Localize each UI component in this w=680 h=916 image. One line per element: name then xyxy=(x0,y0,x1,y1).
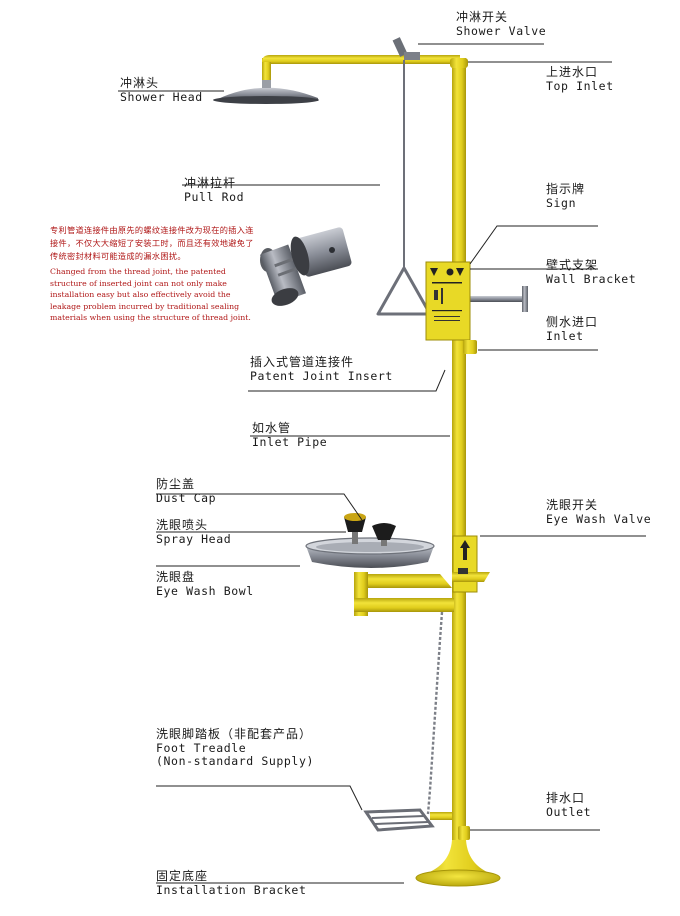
pull-rod-icon xyxy=(376,60,432,316)
outlet-icon xyxy=(458,826,470,840)
label-inlet: 侧水进口 Inlet xyxy=(546,315,599,343)
label-en: Spray Head xyxy=(156,531,232,546)
label-top-inlet: 上进水口 Top Inlet xyxy=(546,65,614,93)
label-zh: 防尘盖 xyxy=(156,477,196,491)
patent-joint-note: 专利管道连接件由原先的螺纹连接件改为现在的插入连接件，不仅大大缩短了安装工时，而… xyxy=(50,224,262,324)
label-en: Wall Bracket xyxy=(546,271,637,286)
label-en: Outlet xyxy=(546,804,592,819)
eye-wash-valve-icon xyxy=(452,535,490,593)
label-en: Installation Bracket xyxy=(156,882,307,897)
eye-wash-bowl-icon xyxy=(305,537,435,568)
label-eye-wash-bowl: 洗眼盘 Eye Wash Bowl xyxy=(156,570,254,598)
label-spray-head: 洗眼喷头 Spray Head xyxy=(156,518,232,546)
wall-bracket-icon xyxy=(466,286,528,312)
spray-head-icon xyxy=(344,513,396,546)
label-en: Dust Cap xyxy=(156,490,217,505)
label-zh: 上进水口 xyxy=(546,65,599,79)
patent-joint-inset-icon xyxy=(260,227,352,306)
label-zh: 冲淋开关 xyxy=(456,10,509,24)
label-pull-rod: 冲淋拉杆 Pull Rod xyxy=(184,176,245,204)
label-wall-bracket: 壁式支架 Wall Bracket xyxy=(546,258,637,286)
label-zh: 排水口 xyxy=(546,791,586,805)
bowl-support-arm xyxy=(354,572,454,616)
note-zh: 专利管道连接件由原先的螺纹连接件改为现在的插入连接件，不仅大大缩短了安装工时，而… xyxy=(50,225,254,261)
side-inlet-icon xyxy=(463,340,477,354)
label-zh: 如水管 xyxy=(252,421,292,435)
label-en: Top Inlet xyxy=(546,78,614,93)
label-dust-cap: 防尘盖 Dust Cap xyxy=(156,477,217,505)
sign-plate-icon xyxy=(425,261,471,341)
label-zh: 洗眼盘 xyxy=(156,570,196,584)
label-en: Sign xyxy=(546,195,577,210)
label-patent-joint-insert: 插入式管道连接件 Patent Joint Insert xyxy=(250,355,393,383)
label-shower-valve: 冲淋开关 Shower Valve xyxy=(456,10,547,38)
label-en: Patent Joint Insert xyxy=(250,368,393,383)
shower-head-icon xyxy=(213,76,319,104)
label-zh: 侧水进口 xyxy=(546,315,599,329)
label-eye-wash-valve: 洗眼开关 Eye Wash Valve xyxy=(546,498,652,526)
label-sign: 指示牌 Sign xyxy=(546,182,586,210)
foot-treadle-icon xyxy=(363,808,452,832)
label-en: Shower Valve xyxy=(456,23,547,38)
label-en: Foot Treadle xyxy=(156,740,247,755)
label-zh: 插入式管道连接件 xyxy=(250,355,355,369)
label-zh: 洗眼脚踏板（非配套产品） xyxy=(156,727,313,741)
label-zh: 冲淋拉杆 xyxy=(184,176,237,190)
label-en: Eye Wash Bowl xyxy=(156,583,254,598)
label-shower-head: 冲淋头 Shower Head xyxy=(120,76,203,104)
label-foot-treadle: 洗眼脚踏板（非配套产品） Foot Treadle (Non-standard … xyxy=(156,727,314,769)
main-column-pipe xyxy=(450,58,468,880)
base-plate-icon xyxy=(415,840,501,887)
label-en: Pull Rod xyxy=(184,189,245,204)
label-inlet-pipe: 如水管 Inlet Pipe xyxy=(252,421,328,449)
chain-icon xyxy=(426,611,444,815)
label-en: Inlet Pipe xyxy=(252,434,328,449)
label-en: Inlet xyxy=(546,328,584,343)
leader-lines xyxy=(118,43,646,884)
label-zh: 指示牌 xyxy=(546,182,586,196)
top-arm-pipe xyxy=(262,55,460,80)
note-en: Changed from the thread joint, the paten… xyxy=(50,267,251,322)
label-zh: 洗眼开关 xyxy=(546,498,599,512)
label-installation-bracket: 固定底座 Installation Bracket xyxy=(156,869,307,897)
label-zh: 洗眼喷头 xyxy=(156,518,209,532)
label-en: Eye Wash Valve xyxy=(546,511,652,526)
label-zh: 壁式支架 xyxy=(546,258,599,272)
shower-valve-icon xyxy=(392,37,420,60)
label-en-secondary: (Non-standard Supply) xyxy=(156,754,314,769)
label-zh: 固定底座 xyxy=(156,869,209,883)
label-outlet: 排水口 Outlet xyxy=(546,791,592,819)
label-zh: 冲淋头 xyxy=(120,76,160,90)
label-en: Shower Head xyxy=(120,89,203,104)
